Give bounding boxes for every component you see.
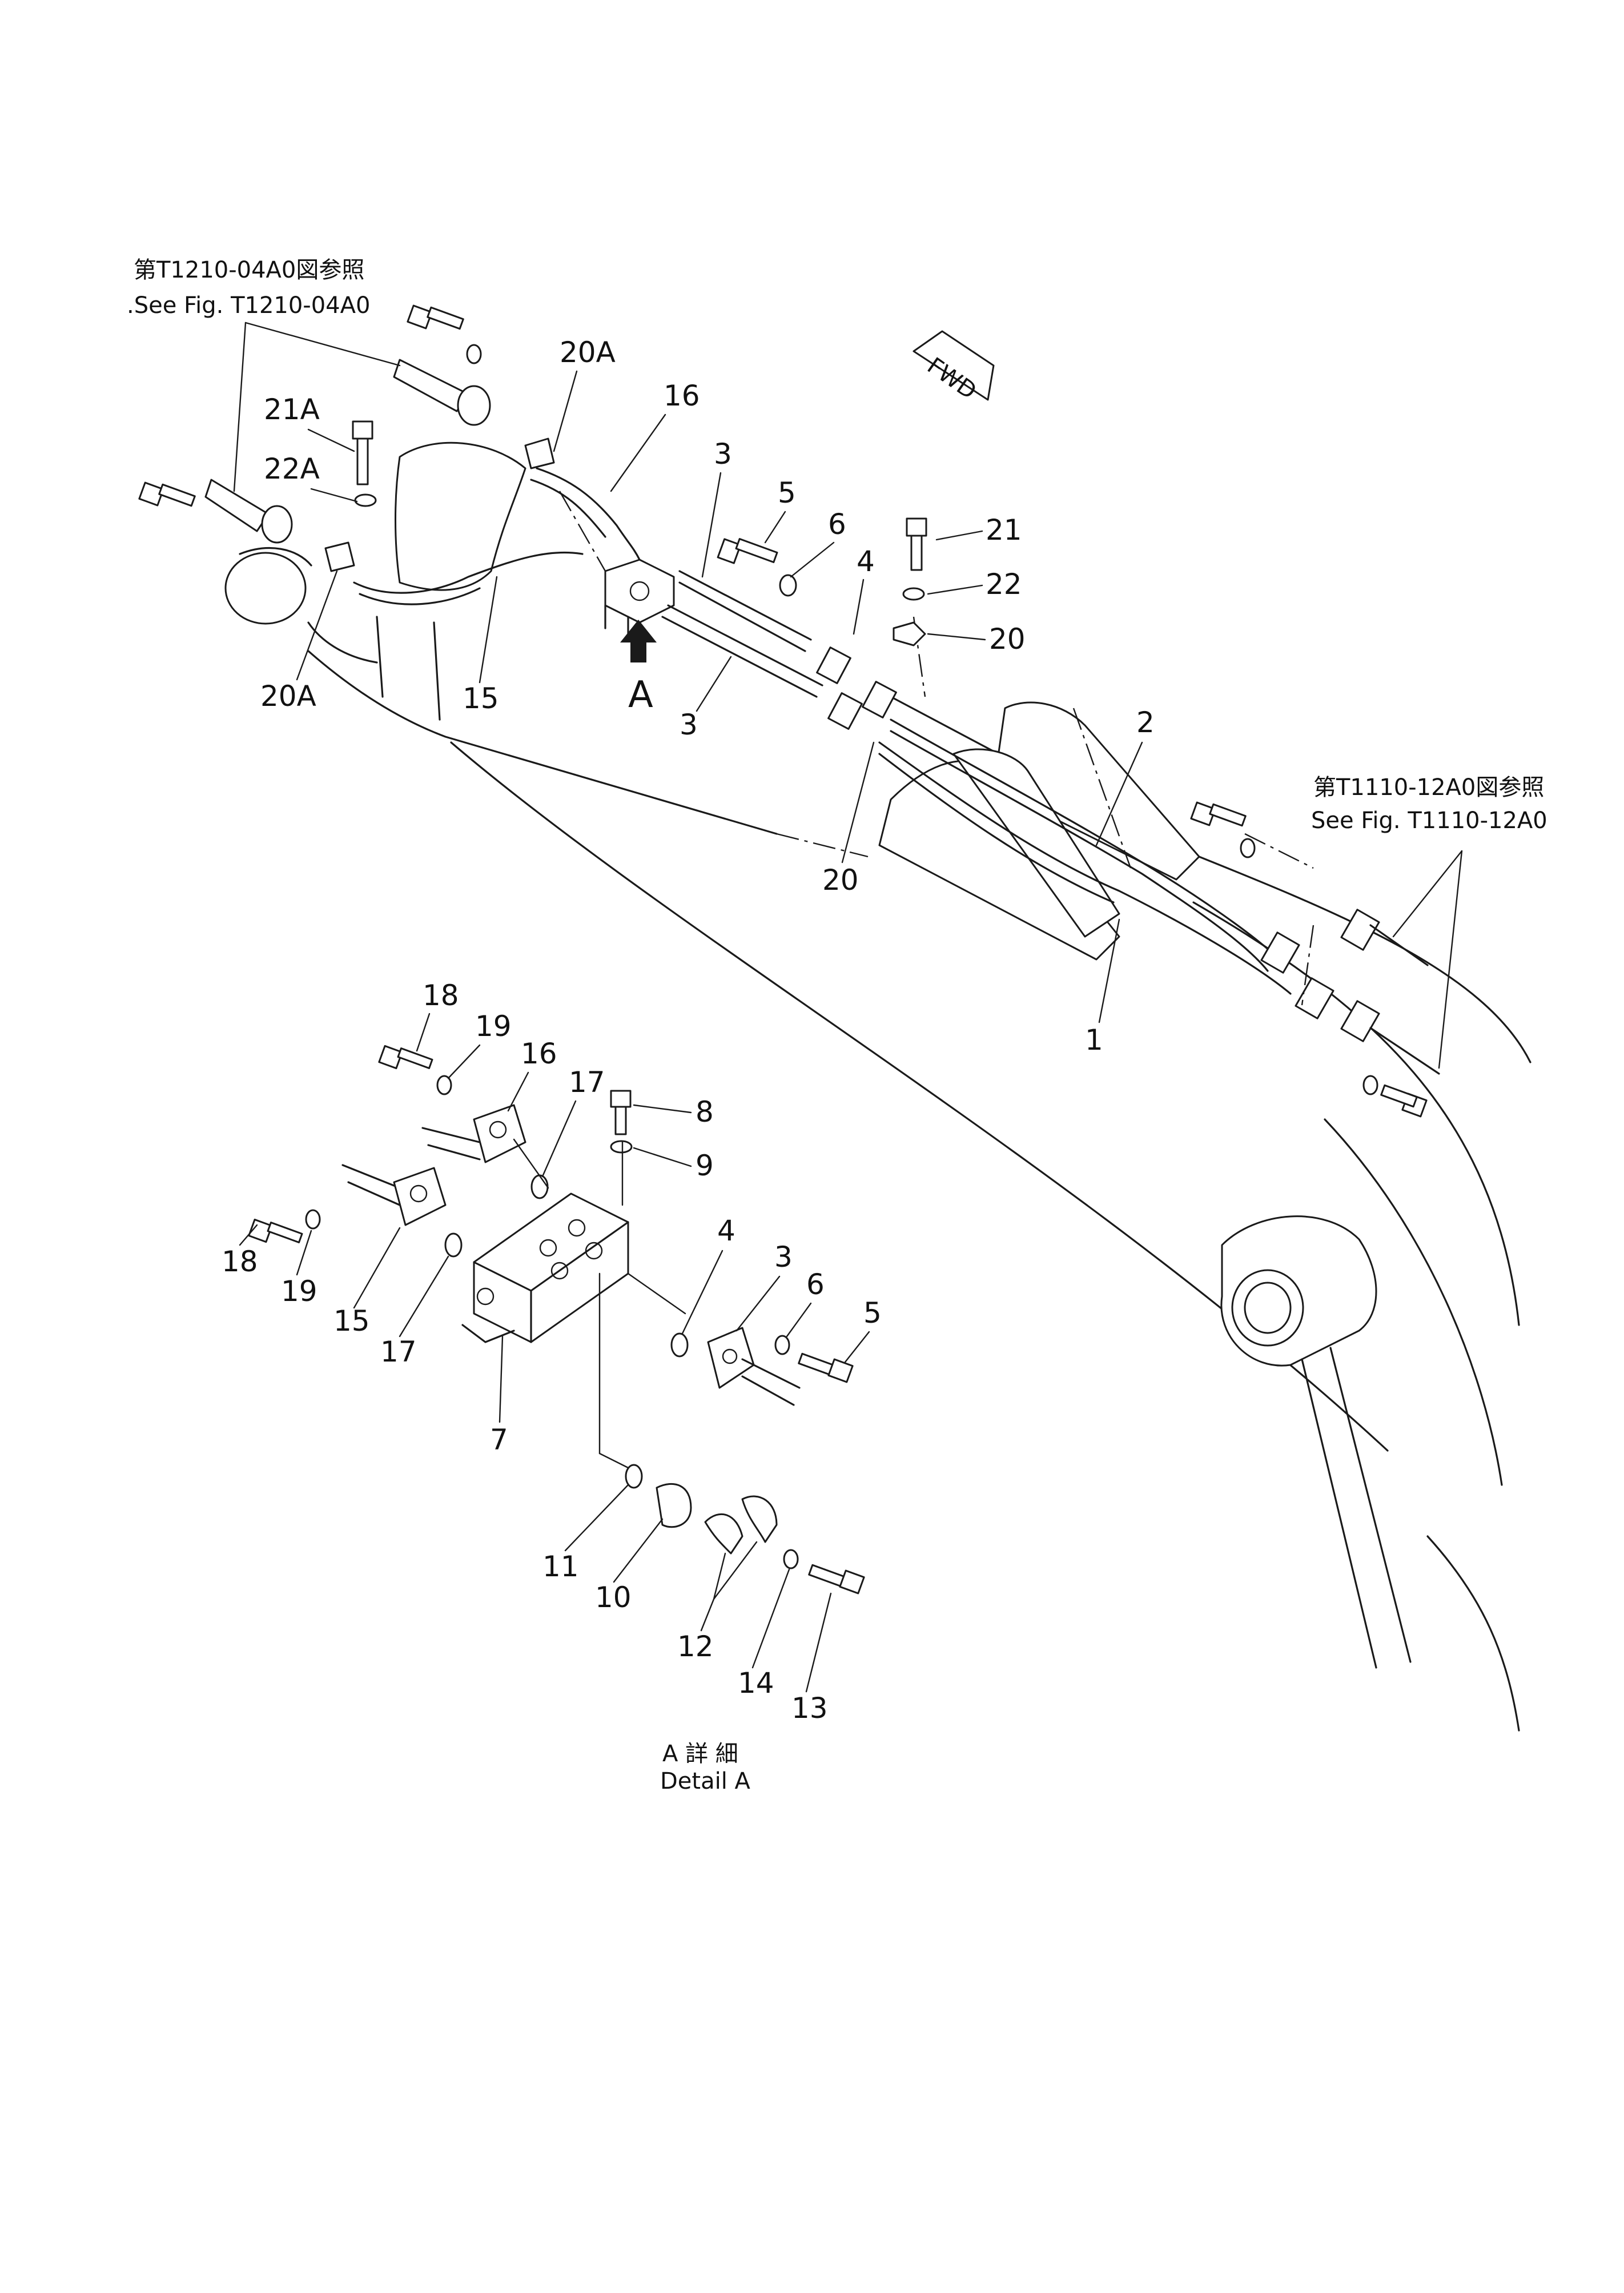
bolt-18-upper: [378, 1045, 433, 1070]
tube-3-upper: [678, 570, 812, 641]
callout: 16: [664, 379, 700, 412]
fwd-direction-icon: FWD: [913, 330, 995, 405]
bolt-5-detail: [798, 1352, 854, 1383]
callout: 3: [680, 708, 698, 741]
plug-10: [656, 1483, 692, 1528]
callout: 19: [281, 1275, 317, 1308]
callout: 3: [774, 1240, 793, 1274]
detail-a-view: [248, 1045, 865, 1595]
callout: 8: [696, 1095, 714, 1129]
bolt-18-lower: [248, 1218, 303, 1243]
hose-15: [353, 551, 584, 594]
bolt-21a: [352, 420, 373, 485]
callout: 5: [863, 1296, 882, 1330]
callout: 18: [222, 1245, 258, 1278]
callout: 22: [986, 568, 1022, 601]
view-a-label: A: [628, 674, 653, 716]
callout: 6: [828, 508, 846, 541]
boom-pin-boss: [224, 547, 441, 721]
callout: 21A: [264, 393, 320, 426]
callout: 21: [986, 513, 1022, 547]
callout: 20: [989, 623, 1026, 656]
bolt-right: [1190, 801, 1428, 1118]
callout: 20: [822, 864, 859, 897]
bolt-8: [610, 1090, 632, 1135]
clamp-20a: [524, 437, 555, 469]
cylinder-rod-end: [1220, 1215, 1412, 1669]
tube-3-lower: [667, 604, 823, 686]
callout: 12: [677, 1630, 714, 1663]
callout: 3: [714, 437, 732, 471]
callout: 9: [696, 1149, 714, 1182]
detail-caption-en: Detail A: [660, 1768, 751, 1794]
boom-assembly-view: FWD A: [138, 304, 1531, 1732]
callouts-main: 20A 16 21A 22A 3 5 6 4 21 22 20 20A 15 3…: [260, 336, 1155, 1057]
callout: 4: [717, 1214, 735, 1247]
callouts-detail: 18 19 16 17 8 9 18 19 15 17 4 3 6 5 7 11…: [222, 979, 882, 1725]
boom-outline: [307, 650, 778, 835]
bolt-upper-left: [138, 304, 464, 507]
callout: 20A: [260, 680, 316, 713]
clamp-20: [893, 621, 926, 646]
callout: 17: [569, 1066, 605, 1099]
bolt-5: [717, 538, 778, 564]
callout: 15: [463, 682, 499, 715]
upper-bracket: [395, 441, 526, 591]
detail-caption-jp: A 詳 細: [662, 1741, 738, 1767]
boom-lugs: [878, 701, 1200, 961]
manifold-block: [604, 559, 675, 635]
bolt-21: [906, 517, 927, 571]
tube-1: [878, 741, 1292, 995]
reference-en-right: See Fig. T1110-12A0: [1311, 808, 1547, 834]
callout: 16: [521, 1037, 557, 1070]
manifold-block-7: [461, 1192, 629, 1343]
callout: 2: [1136, 706, 1155, 739]
hose-16: [536, 467, 641, 561]
flange-3: [707, 1327, 801, 1406]
callout: 7: [490, 1423, 508, 1456]
callout: 20A: [560, 336, 616, 369]
reference-en-upper-left: .See Fig. T1210-04A0: [127, 292, 370, 319]
callout: 1: [1085, 1023, 1103, 1057]
callout: 5: [778, 476, 796, 509]
callout: 22A: [264, 452, 320, 485]
callout: 13: [791, 1692, 828, 1725]
callout: 17: [380, 1335, 417, 1368]
callout: 19: [475, 1010, 512, 1043]
reference-jp-right: 第T1110-12A0図参照: [1313, 774, 1544, 801]
callout: 15: [333, 1304, 370, 1338]
callout: 11: [542, 1550, 579, 1583]
split-flange-12: [704, 1513, 743, 1555]
view-a-arrow-icon: [620, 620, 657, 662]
callout: 10: [595, 1581, 632, 1614]
callout: 14: [738, 1666, 774, 1700]
callout: 4: [857, 545, 875, 578]
reference-jp-upper-left: 第T1210-04A0図参照: [134, 257, 364, 283]
flange-16: [421, 1104, 526, 1163]
callout: 18: [423, 979, 459, 1012]
flange-15: [341, 1164, 447, 1226]
bolt-13: [808, 1564, 865, 1595]
callout: 6: [806, 1268, 825, 1301]
